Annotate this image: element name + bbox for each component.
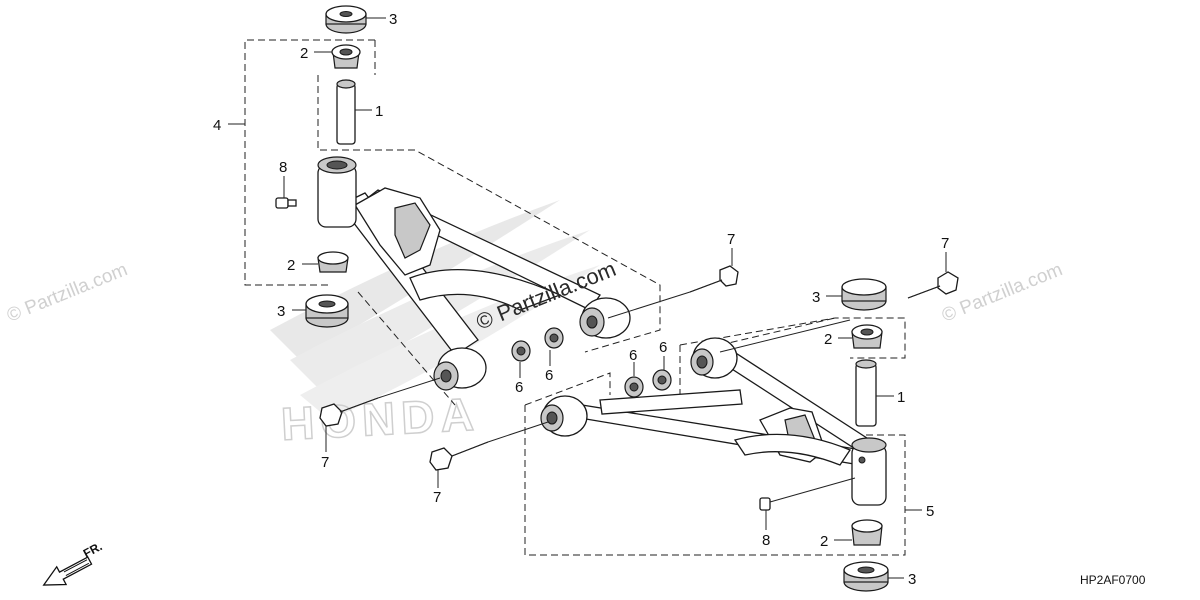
callout-8-top: 8 (279, 159, 287, 176)
callout-1-right: 1 (897, 389, 905, 406)
flange-bolt-left (319, 397, 379, 427)
callout-3-right: 3 (812, 289, 820, 306)
watermark-right: © Partzilla.com (939, 259, 1066, 326)
callout-7-top: 7 (727, 231, 735, 248)
callouts: 3 2 1 4 8 2 3 7 6 6 6 6 7 7 3 2 1 5 7 8 … (213, 11, 949, 588)
callout-2-bottom: 2 (820, 533, 828, 550)
callout-1-top: 1 (375, 103, 383, 120)
left-arm-assembly (244, 5, 739, 427)
callout-4: 4 (213, 117, 221, 134)
front-direction-label: FR. (81, 539, 105, 560)
callout-7-right: 7 (941, 235, 949, 252)
callout-3-top: 3 (389, 11, 397, 28)
callout-7-left: 7 (321, 454, 329, 471)
callout-7-center: 7 (433, 489, 441, 506)
callout-6-d: 6 (659, 339, 667, 356)
leader-lines (228, 17, 947, 579)
callout-6-b: 6 (545, 367, 553, 384)
callout-8-bottom: 8 (762, 532, 770, 549)
callout-5: 5 (926, 503, 934, 520)
diagram-code: HP2AF0700 (1080, 573, 1146, 587)
callout-2-right: 2 (824, 331, 832, 348)
callout-3-bottom: 3 (908, 571, 916, 588)
callout-6-a: 6 (515, 379, 523, 396)
callout-6-c: 6 (629, 347, 637, 364)
right-arm-assembly (429, 271, 959, 592)
front-direction-arrow (42, 556, 93, 586)
callout-3-mid: 3 (277, 303, 285, 320)
callout-2-top: 2 (300, 45, 308, 62)
watermark-left: © Partzilla.com (4, 259, 131, 326)
callout-2-mid: 2 (287, 257, 295, 274)
